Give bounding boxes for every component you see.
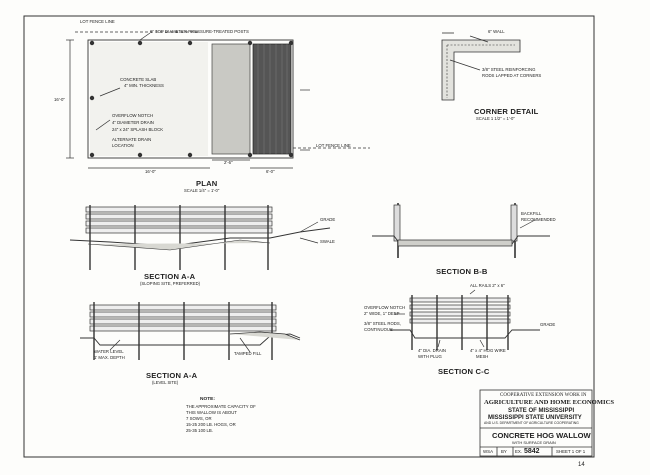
section-bb-view xyxy=(372,203,550,258)
title-block-number-label: EX. xyxy=(515,449,523,454)
section-cc-drain2-label: WITH PLUG xyxy=(418,354,442,359)
plan-scale: SCALE 1/4" = 1'-0" xyxy=(184,188,220,193)
section-bb-backfill-label: BACKFILL xyxy=(521,211,542,216)
drawing-title: CONCRETE HOG WALLOW xyxy=(492,431,591,440)
section-cc-mesh2-label: MESH xyxy=(476,354,489,359)
plan-lot-fence-top-label: LOT FENCE LINE xyxy=(80,19,115,24)
section-cc-rails-label: ALL RAILS 2" x 6" xyxy=(470,283,505,288)
note-line-5: 25-35 100 LB. xyxy=(186,428,213,433)
section-aa-swale-label: SWALE xyxy=(320,239,335,244)
section-aa-level-title: SECTION A-A xyxy=(146,371,198,380)
plan-title: PLAN xyxy=(196,179,218,188)
plan-drain-label: 4" DIAMETER DRAIN xyxy=(112,120,154,125)
title-block-line3: STATE OF MISSISSIPPI xyxy=(508,408,575,414)
section-cc-steel-label: 3/8" STEEL RODS, xyxy=(364,321,401,326)
corner-rods2-label: RODS LAPPED AT CORNERS xyxy=(482,73,542,78)
section-cc-title: SECTION C-C xyxy=(438,367,490,376)
title-block-frame xyxy=(479,389,593,457)
section-cc-grade-label: GRADE xyxy=(540,322,556,327)
corner-mark: 14 xyxy=(578,462,585,468)
section-aa-water-depth-label: 1' MAX. DEPTH xyxy=(94,355,125,360)
sheet-number: SHEET 1 OF 1 xyxy=(556,449,586,454)
corner-detail-title: CORNER DETAIL xyxy=(474,107,539,116)
section-aa-sloping-title: SECTION A-A xyxy=(144,272,196,281)
section-aa-level-view xyxy=(80,302,301,360)
plan-depth-dim: 16'-0" xyxy=(54,97,65,102)
section-aa-water-label: WATER LEVEL xyxy=(94,349,124,354)
title-block-line5: AND U.S. DEPARTMENT OF AGRICULTURE COOPE… xyxy=(484,421,579,425)
section-aa-sloping-subtitle: (SLOPING SITE, PREFERRED) xyxy=(140,281,201,286)
title-block-line2: AGRICULTURE AND HOME ECONOMICS xyxy=(484,399,614,406)
section-aa-sloping-view xyxy=(69,205,331,270)
section-aa-grade-label: GRADE xyxy=(320,217,336,222)
plan-gap-dim: 6'-0" xyxy=(266,169,275,174)
section-cc-view xyxy=(390,289,540,350)
section-bb-title: SECTION B-B xyxy=(436,267,488,276)
note-line-4: 15-25 200 LB. HOGS, OR xyxy=(186,422,236,427)
note-heading: NOTE: xyxy=(200,397,215,402)
corner-wall-label: 6" WALL xyxy=(488,29,505,34)
section-cc-drain-label: 4" DIA. DRAIN xyxy=(418,348,447,353)
drawing-number: 5842 xyxy=(524,448,540,455)
plan-bay-dim: 2'-6" xyxy=(224,160,233,165)
corner-detail-view xyxy=(441,32,521,101)
title-block-by: BY xyxy=(501,449,507,454)
plan-view xyxy=(66,31,370,169)
note-line-3: 7 SOWS, OR xyxy=(186,416,212,421)
title-block-line1: COOPERATIVE EXTENSION WORK IN xyxy=(500,393,587,398)
drawing-subtitle: WITH SURFACE DRAIN xyxy=(512,440,556,445)
plan-overflow-label: OVERFLOW NOTCH xyxy=(112,113,154,118)
corner-rods-label: 3/8" STEEL REINFORCING xyxy=(482,67,536,72)
plan-posts-label: 6" TOP DIAMETER PRESSURE-TREATED POSTS xyxy=(150,29,249,34)
section-cc-overflow2-label: 2" WIDE, 1" DEEP xyxy=(364,311,400,316)
plan-alt-drain-location-label: LOCATION xyxy=(112,143,134,148)
section-cc-steel2-label: CONTINUOUS xyxy=(364,327,393,332)
plan-slab-label: CONCRETE SLAB xyxy=(120,77,157,82)
section-cc-overflow-label: OVERFLOW NOTCH xyxy=(364,305,406,310)
plan-width-dim: 16'-0" xyxy=(145,169,156,174)
section-bb-backfill2-label: RECOMMENDED xyxy=(521,217,556,222)
plan-splash-label: 24" x 24" SPLASH BLOCK xyxy=(112,127,164,132)
section-aa-tamped-label: TAMPED FILL xyxy=(234,351,262,356)
section-aa-level-subtitle: (LEVEL SITE) xyxy=(152,380,179,385)
sheet-border xyxy=(23,15,595,458)
section-cc-mesh-label: 4" x 4" HOG WIRE xyxy=(470,348,506,353)
title-block-line4: MISSISSIPPI STATE UNIVERSITY xyxy=(488,415,582,421)
title-block-code: WSA xyxy=(483,449,494,454)
note-line-1: THE APPROXIMATE CAPACITY OF xyxy=(186,404,256,409)
note-line-2: THIS WALLOW IS ABOUT xyxy=(186,410,237,415)
plan-lot-fence-right-label: LOT FENCE LINE xyxy=(316,143,351,148)
plan-slab-thickness-label: 4" MIN. THICKNESS xyxy=(124,83,164,88)
plan-alt-drain-label: ALTERNATE DRAIN xyxy=(112,137,152,142)
corner-detail-scale: SCALE 1 1/2" = 1'-0" xyxy=(476,116,515,121)
